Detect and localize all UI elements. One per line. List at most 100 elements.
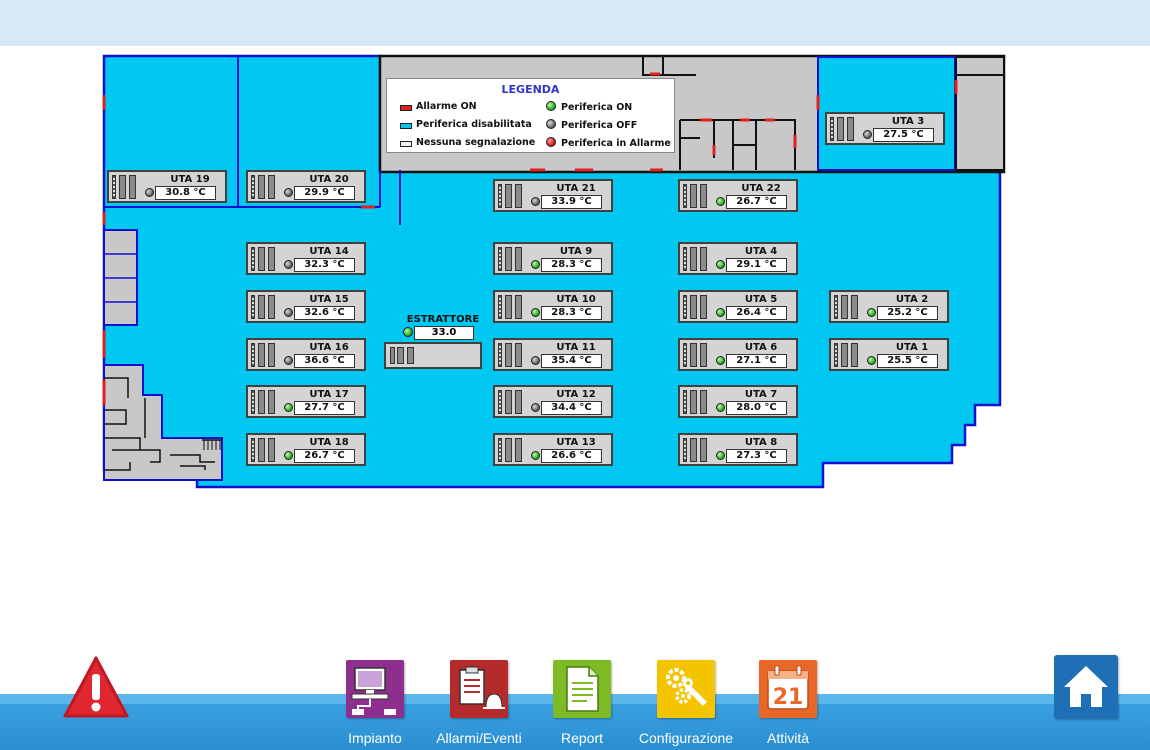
status-dot [716,197,725,206]
status-dot [531,356,540,365]
unit-name: UTA 9 [559,246,593,257]
status-dot [284,356,293,365]
status-dot [284,451,293,460]
unit-temperature: 28.3 °C [541,306,602,320]
unit-temperature: 27.3 °C [726,449,787,463]
unit-name: UTA 7 [744,389,778,400]
gray-block-walls [642,56,796,170]
nav-impianto-button[interactable]: Impianto [325,656,425,750]
unit-temperature: 26.7 °C [294,449,355,463]
status-dot [716,356,725,365]
legend-dot-on [546,101,556,111]
extractor-name: ESTRATTORE [406,314,480,325]
extractor-device [384,342,482,369]
unit-temperature: 25.5 °C [877,354,938,368]
unit-name: UTA 10 [556,294,596,305]
unit-name: UTA 2 [895,294,929,305]
legend-dot-alarm [546,137,556,147]
nav-configurazione-label: Configurazione [638,730,734,746]
extractor-value: 33.0 [414,326,474,340]
unit-temperature: 29.9 °C [294,186,355,200]
unit-temperature: 29.1 °C [726,258,787,272]
unit-name: UTA 20 [309,174,349,185]
status-dot [867,356,876,365]
status-dot [284,403,293,412]
legend-swatch-disabled [400,123,412,129]
legend-label-disabled: Periferica disabilitata [416,119,532,130]
legend-label-on: Periferica ON [561,102,633,113]
status-dot [863,130,872,139]
unit-name: UTA 14 [309,246,349,257]
nav-impianto-label: Impianto [348,730,402,746]
unit-temperature: 28.0 °C [726,401,787,415]
unit-name: UTA 18 [309,437,349,448]
unit-temperature: 34.4 °C [541,401,602,415]
status-dot [284,308,293,317]
unit-name: UTA 8 [744,437,778,448]
top-left-rooms [104,56,401,225]
extractor-unit[interactable]: ESTRATTORE 33.0 [384,314,482,370]
legend-dot-off [546,119,556,129]
home-icon [1064,666,1108,707]
service-block [103,364,223,481]
legend-title: LEGENDA [501,83,560,96]
unit-name: UTA 3 [891,116,925,127]
unit-name: UTA 22 [741,183,781,194]
status-dot [716,308,725,317]
nav-allarmi-label: Allarmi/Eventi [436,730,522,746]
nav-attivita-button[interactable]: 21 Attività [738,656,838,750]
nav-configurazione-button[interactable]: Configurazione [636,656,736,750]
status-dot [531,403,540,412]
extractor-status-dot [403,327,413,337]
status-dot [145,188,154,197]
unit-temperature: 27.7 °C [294,401,355,415]
unit-temperature: 25.2 °C [877,306,938,320]
unit-name: UTA 4 [744,246,778,257]
home-button[interactable] [1054,655,1118,719]
unit-name: UTA 15 [309,294,349,305]
room-topright [955,56,1005,171]
unit-temperature: 36.6 °C [294,354,355,368]
nav-report-button[interactable]: Report [532,656,632,750]
gears-wrench-icon [657,660,715,718]
unit-name: UTA 6 [744,342,778,353]
status-dot [531,308,540,317]
unit-temperature: 35.4 °C [541,354,602,368]
alarm-bell-icon [450,660,508,718]
unit-name: UTA 12 [556,389,596,400]
nav-attivita-label: Attività [766,730,809,746]
unit-name: UTA 17 [309,389,349,400]
status-dot [531,197,540,206]
nav-report-label: Report [560,730,604,746]
legend-label-alarm: Periferica in Allarme [561,138,671,149]
status-dot [284,260,293,269]
status-dot [284,188,293,197]
unit-name: UTA 1 [895,342,929,353]
nav-allarmi-button[interactable]: Allarmi/Eventi [429,656,529,750]
status-dot [716,451,725,460]
alarm-warning-icon[interactable] [62,654,130,720]
unit-temperature: 30.8 °C [155,186,216,200]
